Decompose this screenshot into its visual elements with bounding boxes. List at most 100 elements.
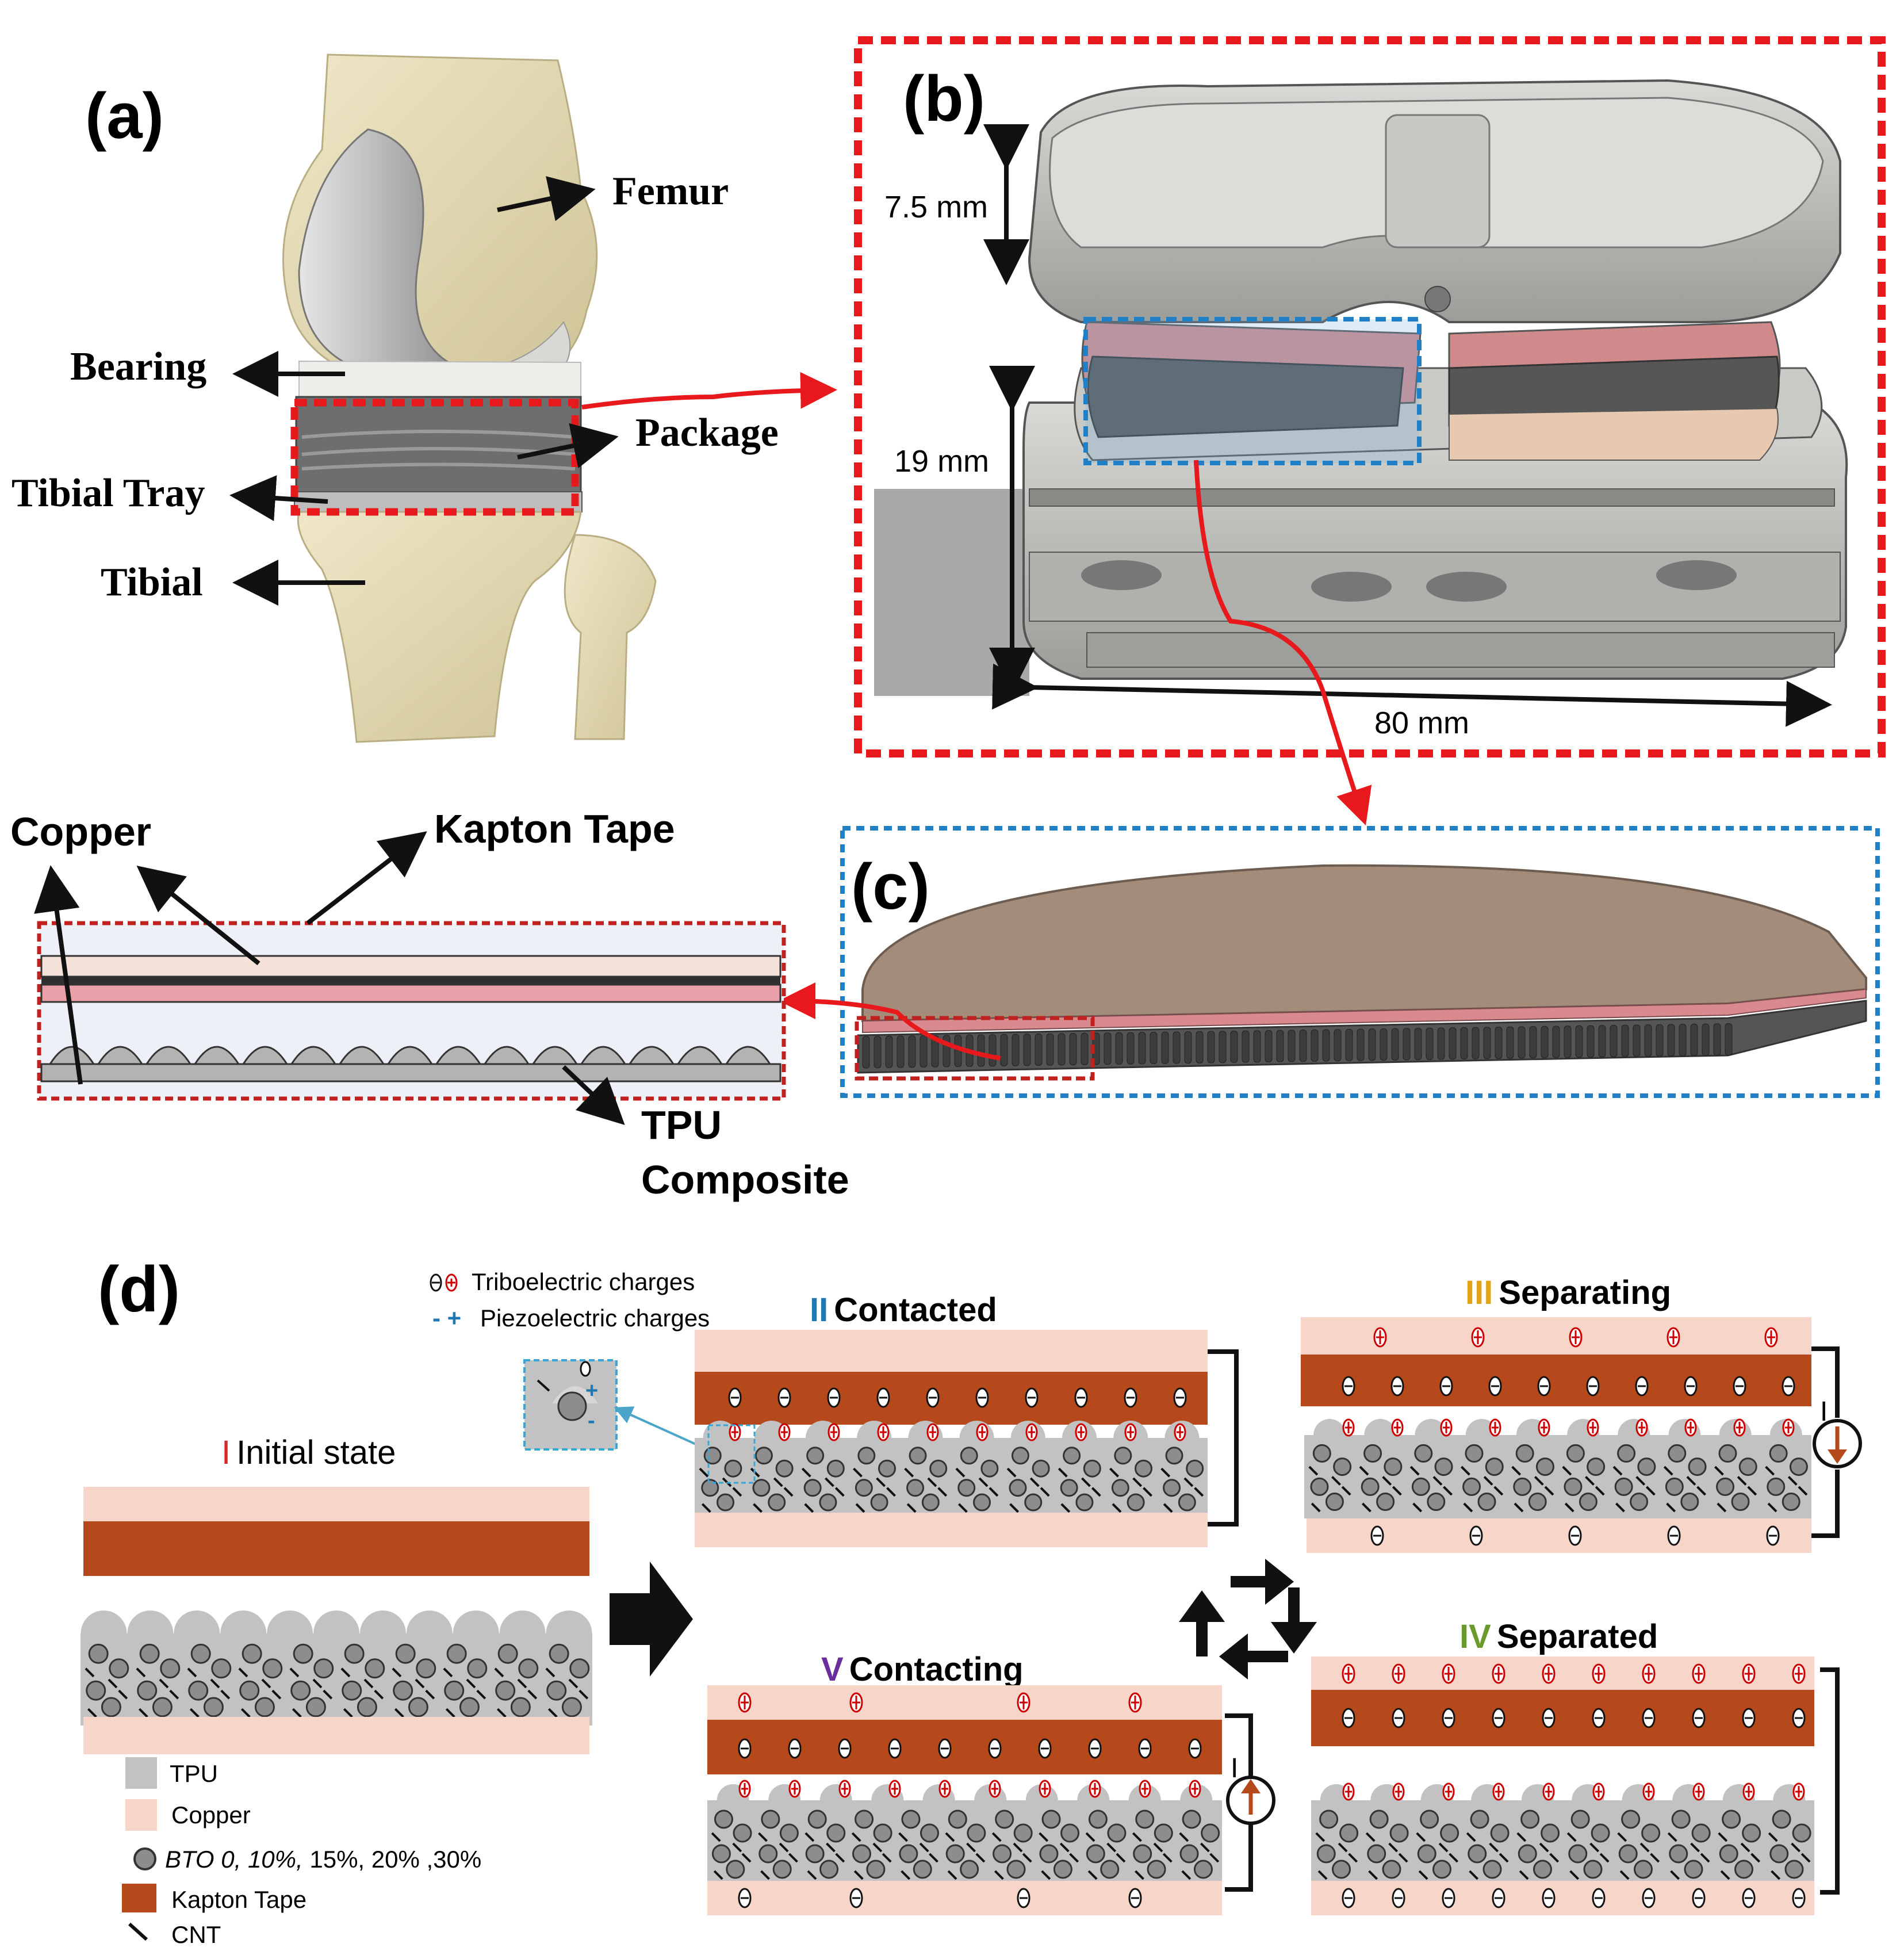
inset-pointer [614,1406,708,1451]
bto-particle [152,1697,173,1717]
cnt-fiber [1091,1487,1101,1497]
cnt-fiber [1767,1502,1777,1513]
bto-particle [973,1493,991,1512]
bto-particle [1784,1860,1804,1879]
tribo-negative-charge [1642,1708,1656,1728]
cnt-fiber [898,1832,909,1842]
bto-particle [909,1447,927,1465]
label-tibial-tray: Tibial Tray [12,471,205,515]
tpu-rib [1265,1030,1273,1062]
copper-top [695,1330,1208,1373]
cnt-fiber [927,1477,937,1487]
bto-particle [929,1459,948,1478]
bto-particle [290,1680,311,1701]
cnt-fiber [901,1870,911,1880]
cnt-fiber [1461,1466,1470,1476]
tribo-negative-charge [1742,1708,1756,1728]
lower-cutout-1 [1081,560,1162,590]
cnt-fiber [1209,1853,1220,1863]
cnt-fiber [779,1842,789,1853]
cnt-fiber [547,1708,558,1718]
tpu-rib [1460,1027,1468,1059]
tpu-dome [546,1610,592,1633]
connector-a-to-b [581,372,837,410]
tpu-rib [1529,1026,1537,1059]
tribo-negative-charge [1138,1738,1152,1759]
sensor-right-base [1449,407,1779,461]
cnt-fiber [1112,1503,1122,1513]
cnt-fiber [713,1870,723,1880]
cnt-fiber [1132,1477,1143,1487]
bto-particle [906,1479,925,1497]
tpu-rib [1230,1030,1238,1063]
bto-particle [86,1680,106,1701]
cnt-fiber [1595,1486,1605,1496]
cnt-fiber [1409,1466,1420,1476]
tribo-positive-charge [1792,1663,1806,1684]
cnt-fiber [238,1667,248,1678]
tribo-positive-charge [1089,1780,1101,1798]
bto-particle [1147,1860,1166,1879]
tpu-dome [453,1610,499,1633]
bto-particle [701,1479,719,1497]
cnt-fiber [1696,1486,1706,1496]
bto-particle [1312,1444,1331,1463]
cnt-fiber [1194,1487,1204,1497]
bto-particle [1688,1457,1707,1476]
cnt-fiber [1362,1502,1372,1513]
bto-particle [1518,1844,1537,1864]
tpu-rib [1656,1024,1664,1057]
bto-particle [1541,1823,1560,1843]
tribo-negative-charge [1742,1888,1756,1908]
cnt-fiber [220,1689,231,1700]
tpu-rib [1610,1025,1618,1057]
tpu-dome [499,1610,546,1633]
tribo-negative-charge [1342,1376,1355,1397]
cnt-fiber [834,1487,845,1497]
bto-particle [1621,1809,1641,1829]
cnt-fiber [804,1503,814,1513]
bto-particle [1339,1823,1359,1843]
bto-particle [826,1459,845,1478]
bto-particle [1154,1823,1173,1843]
cnt-fiber [1549,1853,1560,1863]
tribo-positive-charge [1782,1418,1795,1437]
tribo-negative-charge [1642,1888,1656,1908]
cnt-fiber [991,1832,1002,1842]
tpu-rib [1414,1028,1422,1061]
layer-dome [531,1046,579,1065]
lower-slot-1 [1029,488,1835,507]
cnt-fiber [1058,1467,1068,1478]
layer-dome [193,1046,240,1065]
cnt-fiber [1365,1832,1376,1842]
legend-kapton-label: Kapton Tape [171,1886,307,1913]
cnt-fiber [1443,1486,1453,1496]
cnt-fiber [1718,1832,1728,1842]
tribo-positive-charge [1392,1782,1405,1801]
tribo-positive-charge [1392,1663,1405,1684]
cnt-fiber [826,1842,836,1853]
layer-tpu-base [40,1063,781,1082]
cnt-fiber [1438,1842,1449,1853]
bto-particle [819,1860,839,1879]
tpu-rib [1069,1033,1077,1066]
cnt-fiber [1690,1842,1700,1853]
cnt-fiber [1798,1486,1808,1496]
bto-particle [1591,1823,1610,1843]
bto-particle [395,1643,416,1664]
bto-particle [1178,1493,1196,1512]
layer-dome [580,1046,627,1065]
tpu-rib [1345,1028,1353,1061]
cnt-fiber [189,1708,200,1718]
legend-cnt-swatch [128,1922,148,1941]
tpu-rib [1633,1024,1641,1057]
bto-particle [855,1479,873,1497]
tpu-rib [1219,1031,1227,1063]
tribo-positive-charge [788,1780,801,1798]
bto-particle [1630,1493,1649,1511]
tribo-negative-charge [1592,1888,1606,1908]
tpu-rib [1127,1032,1135,1065]
tribo-negative-charge [1469,1525,1483,1546]
copper-arrow-1 [34,865,83,1085]
cnt-fiber [271,1689,282,1700]
